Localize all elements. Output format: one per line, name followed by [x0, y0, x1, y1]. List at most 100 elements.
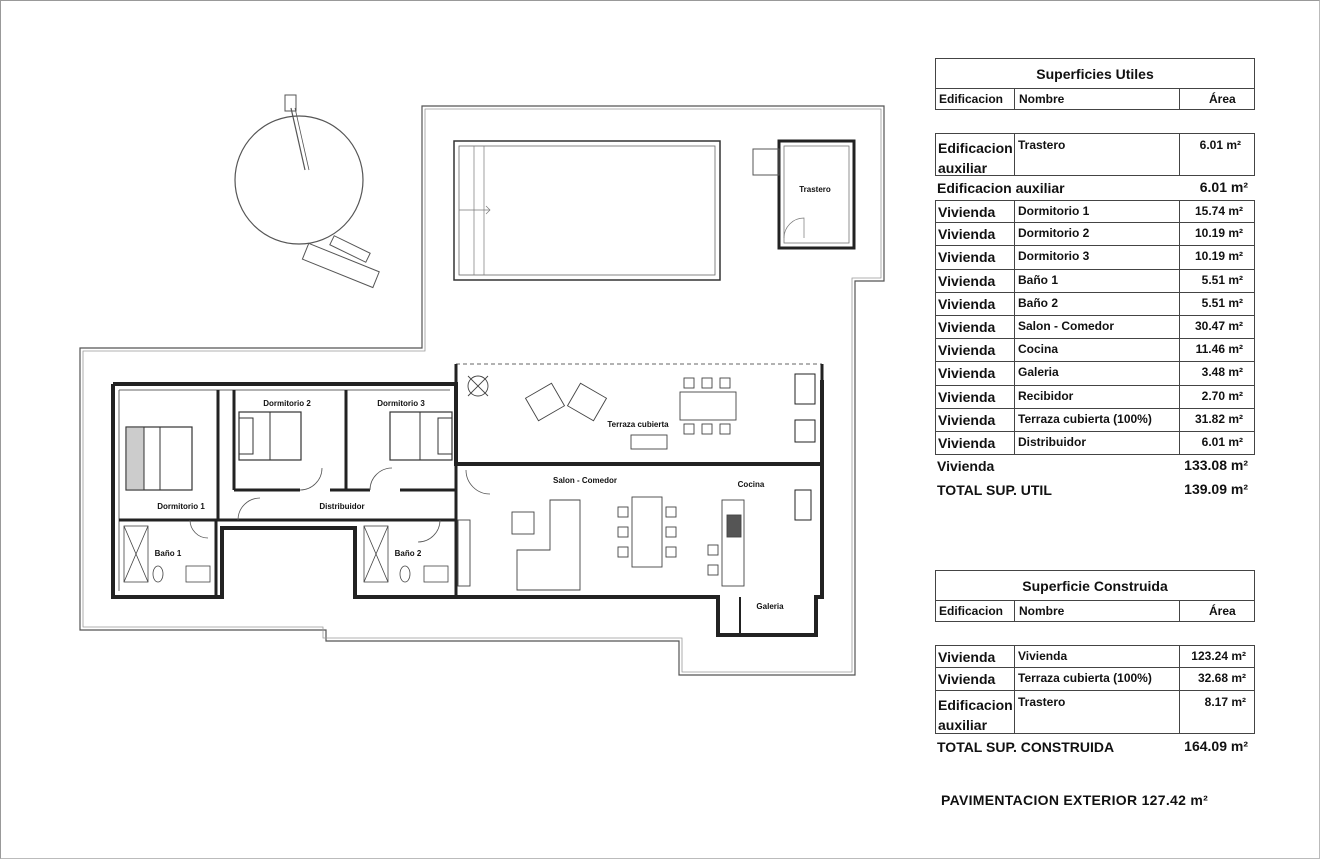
cell-area: 30.47 m² [1194, 319, 1243, 333]
cell-edificacion: Vivienda [938, 319, 996, 335]
cell-edificacion: Vivienda [938, 411, 996, 428]
table-row: Vivienda Recibidor 2.70 m² [935, 385, 1255, 409]
cell-edificacion: Vivienda [938, 226, 996, 243]
table-header-row: Edificacion Nombre Área [935, 89, 1255, 110]
table-row: Vivienda Dormitorio 1 15.74 m² [935, 200, 1255, 224]
cell-area: 6.01 m² [1201, 435, 1243, 449]
cell-area: 6.01 m² [1199, 138, 1241, 152]
table-row: Vivienda Terraza cubierta (100%) 32.68 m… [935, 668, 1255, 691]
floor-plan-drawing: Trastero [79, 94, 885, 676]
umbrella-icon [234, 94, 380, 289]
header-area: Área [1209, 92, 1236, 106]
subtotal-label: Edificacion auxiliar [937, 180, 1065, 196]
cell-edificacion: Vivienda [938, 435, 996, 451]
subtotal-label: Vivienda [937, 458, 995, 474]
total-label: TOTAL SUP. UTIL [937, 482, 1052, 498]
header-edificacion: Edificacion [939, 604, 1004, 618]
header-nombre: Nombre [1019, 604, 1065, 618]
total-value: 139.09 m² [1184, 481, 1248, 497]
room-label-bano2: Baño 2 [395, 549, 422, 558]
cell-area: 123.24 m² [1191, 649, 1246, 663]
room-label-trastero: Trastero [799, 185, 831, 194]
cell-area: 3.48 m² [1201, 365, 1243, 380]
room-label-distribuidor: Distribuidor [319, 502, 364, 511]
room-label-bano1: Baño 1 [155, 549, 182, 558]
cell-edificacion: Vivienda [938, 671, 996, 687]
cell-nombre: Vivienda [1018, 649, 1068, 663]
total-row: TOTAL SUP. CONSTRUIDA 164.09 m² [935, 737, 1255, 757]
cell-nombre: Dormitorio 1 [1018, 204, 1090, 218]
cell-nombre: Salon - Comedor [1018, 319, 1115, 333]
cell-nombre: Baño 2 [1018, 295, 1059, 310]
table-row: Edificacion auxiliar Trastero 8.17 m² [935, 691, 1255, 734]
cell-nombre: Terraza cubierta (100%) [1018, 671, 1152, 685]
cell-nombre: Recibidor [1018, 388, 1074, 403]
table-row: Vivienda Terraza cubierta (100%) 31.82 m² [935, 408, 1255, 432]
cell-area: 10.19 m² [1194, 226, 1243, 241]
cell-area: 5.51 m² [1201, 272, 1243, 287]
header-edificacion: Edificacion [939, 92, 1004, 106]
subtotal-value: 133.08 m² [1184, 457, 1248, 473]
room-label-dormitorio3: Dormitorio 3 [377, 399, 425, 408]
room-label-salon: Salon - Comedor [553, 476, 617, 485]
total-label: TOTAL SUP. CONSTRUIDA [937, 739, 1115, 755]
trastero-building: Trastero [752, 139, 856, 250]
cell-edificacion: Vivienda [938, 342, 996, 359]
cell-nombre: Distribuidor [1018, 435, 1086, 449]
cell-nombre: Trastero [1018, 138, 1066, 152]
cell-edificacion: Vivienda [938, 249, 996, 266]
bed-icon-dormitorio2 [238, 411, 302, 461]
room-label-terraza: Terraza cubierta [607, 420, 669, 429]
cell-area: 15.74 m² [1194, 204, 1243, 218]
cell-edificacion: Edificacion auxiliar [938, 140, 1013, 176]
cell-area: 8.17 m² [1204, 695, 1246, 709]
subtotal-row: Edificacion auxiliar 6.01 m² [935, 178, 1255, 198]
cell-area: 2.70 m² [1201, 388, 1243, 403]
cell-area: 11.46 m² [1195, 342, 1243, 357]
pavimentacion-exterior: PAVIMENTACION EXTERIOR 127.42 m² [941, 792, 1209, 808]
table-row: Vivienda Distribuidor 6.01 m² [935, 432, 1255, 456]
subtotal-value: 6.01 m² [1199, 179, 1248, 195]
cell-edificacion: Vivienda [938, 204, 996, 220]
bed-icon-dormitorio3 [389, 411, 453, 461]
bathroom-fixtures [123, 525, 449, 583]
table-row: Vivienda Dormitorio 2 10.19 m² [935, 223, 1255, 247]
cell-area: 31.82 m² [1194, 411, 1243, 426]
table-row: Edificacion auxiliar Trastero 6.01 m² [935, 133, 1255, 176]
cell-nombre: Baño 1 [1018, 272, 1059, 287]
header-nombre: Nombre [1019, 92, 1065, 106]
table-header-row: Edificacion Nombre Área [935, 601, 1255, 622]
cell-nombre: Dormitorio 3 [1018, 249, 1090, 264]
header-area: Área [1209, 604, 1236, 618]
table-title: Superficie Construida [935, 570, 1255, 601]
cell-area: 5.51 m² [1201, 295, 1243, 310]
table-row: Vivienda Cocina 11.46 m² [935, 339, 1255, 363]
table-row: Vivienda Salon - Comedor 30.47 m² [935, 316, 1255, 340]
table-title: Superficies Utiles [935, 58, 1255, 89]
cell-edificacion: Edificacion auxiliar [938, 697, 1013, 733]
cell-nombre: Cocina [1018, 342, 1059, 357]
pool [453, 140, 721, 281]
cell-nombre: Dormitorio 2 [1018, 226, 1090, 241]
room-label-dormitorio1: Dormitorio 1 [157, 502, 205, 511]
room-label-galeria: Galeria [756, 602, 784, 611]
cell-edificacion: Vivienda [938, 388, 996, 405]
table-row: Vivienda Vivienda 123.24 m² [935, 645, 1255, 668]
table-row: Vivienda Galeria 3.48 m² [935, 362, 1255, 386]
cell-edificacion: Vivienda [938, 365, 996, 382]
plot-outline [79, 105, 885, 676]
living-furniture [457, 496, 745, 591]
room-label-cocina: Cocina [738, 480, 765, 489]
table-row: Vivienda Dormitorio 3 10.19 m² [935, 246, 1255, 270]
bed-icon-dormitorio1 [125, 426, 193, 491]
total-value: 164.09 m² [1184, 738, 1248, 754]
cell-nombre: Galeria [1018, 365, 1059, 380]
house-walls [111, 363, 824, 637]
room-label-dormitorio2: Dormitorio 2 [263, 399, 311, 408]
cell-nombre: Trastero [1018, 695, 1066, 709]
cell-nombre: Terraza cubierta (100%) [1018, 411, 1152, 426]
cell-area: 10.19 m² [1194, 249, 1243, 264]
